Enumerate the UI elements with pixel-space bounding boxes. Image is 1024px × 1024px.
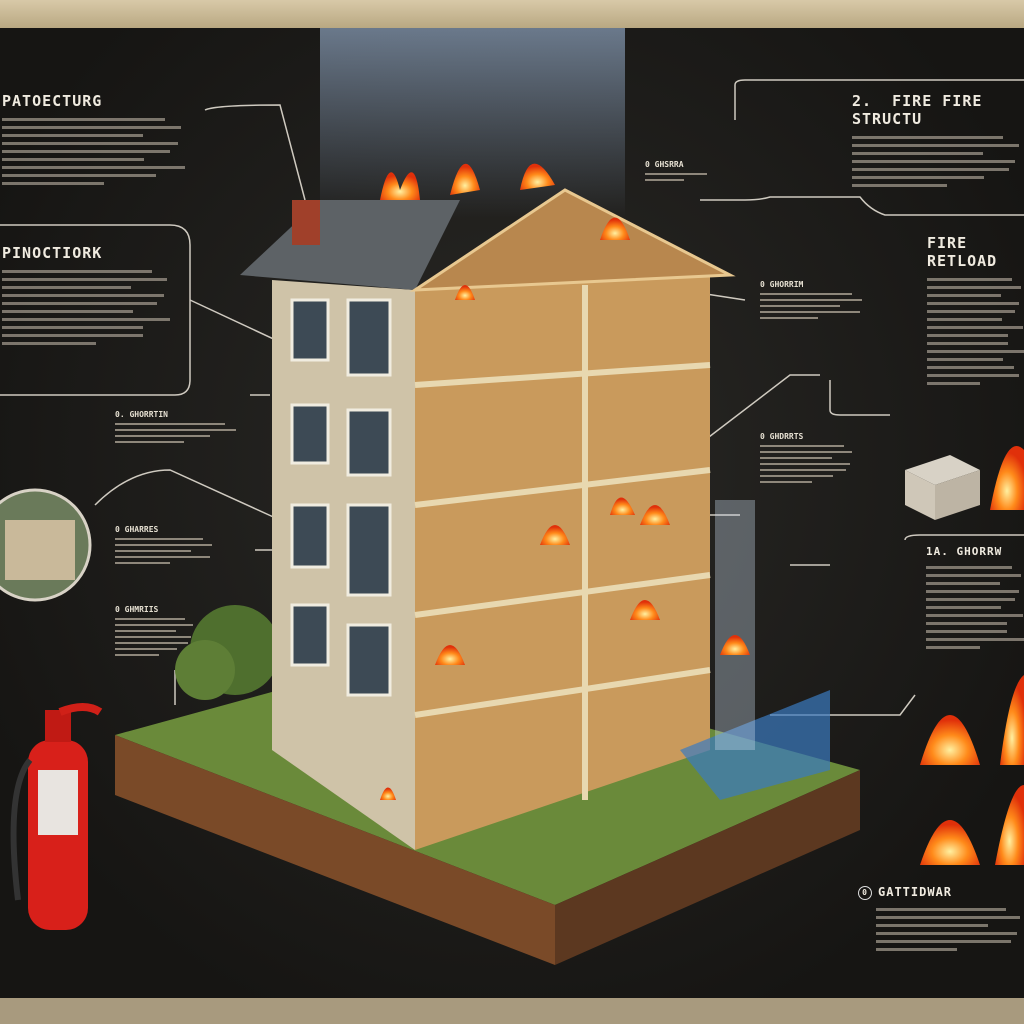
roof [240,200,460,290]
panel-title: 2. FIRE FIRE STRUCTU [852,92,983,128]
callout-label: 0 GHMRIIS [115,605,195,660]
body-text-lines [2,270,172,345]
panel-title: PATOECTURG [2,92,103,110]
body-text-lines [760,293,865,319]
chimney [292,200,320,245]
body-text-lines [926,566,1024,649]
panel-title: 1A. GHORRW [926,545,1003,558]
callout-label: 0 GHDRRTS [760,432,855,487]
body-text-lines [645,173,715,181]
body-text-lines [876,907,1024,951]
callout-label: 0 GHORRIM [760,280,865,323]
callout-label: 0 GHARRES [115,525,215,568]
roof-truss [409,188,736,292]
soil-left [115,735,555,965]
panel-title: PINOCTIORK [2,244,103,262]
callout-label: 0. GHORRTIN [115,410,240,447]
body-text-lines [115,538,215,564]
callout-label: 0 GHSRRA [645,160,715,185]
panel-top-right: 2. FIRE FIRE STRUCTU [852,92,1024,192]
windows [290,298,392,697]
panel-right-lower: 1A. GHORRW [926,545,1024,654]
soil-right [555,770,860,965]
body-text-lines [2,118,187,185]
panel-title: FIRE RETLOAD [927,234,998,270]
poster-frame-bottom [0,998,1024,1024]
water-jet [715,500,755,750]
water-basin [680,690,830,800]
poster-frame-top [0,0,1024,28]
body-text-lines [760,445,855,483]
body-text-lines [115,618,195,656]
panel-mid-left: PINOCTIORK [2,244,172,350]
panel-right-upper: FIRE RETLOAD [927,234,1024,390]
fire-extinguisher [10,703,103,930]
panel-top-left: PATOECTURG [2,92,187,190]
body-text-lines [852,136,1024,187]
panel-outline [0,224,191,396]
body-text-lines [927,278,1024,385]
body-text-lines [115,423,240,443]
